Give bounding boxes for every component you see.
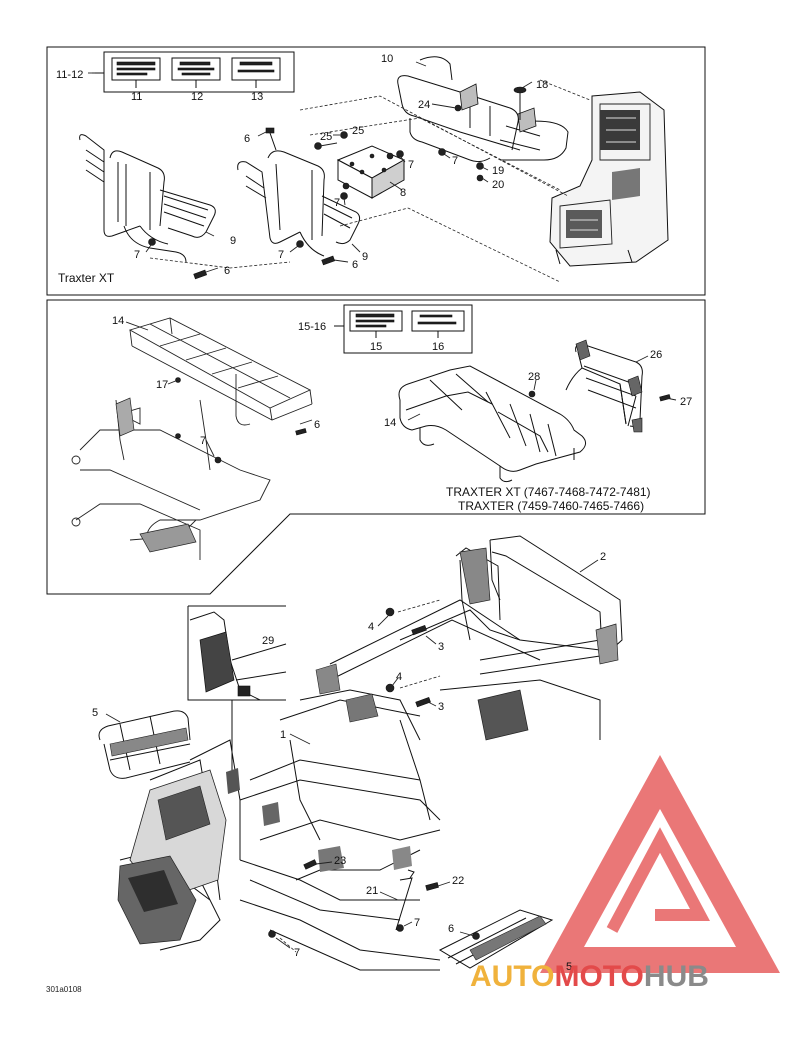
callout-14b: 14 bbox=[384, 417, 396, 429]
callout-7c: 7 bbox=[452, 155, 458, 167]
callout-5a: 5 bbox=[92, 707, 98, 719]
callout-5b: 5 bbox=[566, 961, 572, 973]
hardware-frame bbox=[268, 607, 480, 940]
callout-12: 12 bbox=[191, 91, 203, 103]
callout-6f: 6 bbox=[448, 923, 454, 935]
callout-7d: 7 bbox=[134, 249, 140, 261]
decal-group-box-2 bbox=[343, 304, 473, 354]
callout-3a: 3 bbox=[438, 641, 444, 653]
decal-group-box bbox=[103, 51, 295, 93]
mounting-plate bbox=[336, 145, 406, 199]
callout-25b: 25 bbox=[352, 125, 364, 137]
callouts-frame: 2 4 3 4 3 29 5 1 23 22 21 7 6 7 5 bbox=[92, 551, 606, 973]
callout-19: 19 bbox=[492, 165, 504, 177]
callout-29: 29 bbox=[262, 635, 274, 647]
brand-moto: MOTO bbox=[554, 960, 643, 993]
callout-7g: 7 bbox=[294, 947, 300, 959]
callout-6-mid: 6 bbox=[314, 419, 320, 431]
frame-ghost-dark bbox=[115, 397, 197, 553]
frame-shaded bbox=[109, 547, 619, 961]
svg-text:AUTOMOTOHUB: AUTOMOTOHUB bbox=[470, 960, 709, 993]
callout-18: 18 bbox=[536, 79, 548, 91]
panel-top: 11-12 11 12 13 10 18 24 6 25 25 7 8 7 19… bbox=[46, 46, 706, 296]
callout-14a: 14 bbox=[112, 315, 124, 327]
callout-6c: 6 bbox=[352, 259, 358, 271]
callout-24: 24 bbox=[418, 99, 430, 111]
callout-7a: 7 bbox=[408, 159, 414, 171]
callout-15: 15 bbox=[370, 341, 382, 353]
callout-27: 27 bbox=[680, 396, 692, 408]
hardware-top bbox=[148, 104, 484, 280]
rear-frame-section bbox=[549, 91, 669, 267]
panel-mid: 14 15-16 15 16 17 7 6 14 28 26 27 TRAXTE… bbox=[46, 299, 706, 595]
rear-rack bbox=[398, 365, 586, 483]
frame-with-rack-ghost bbox=[71, 317, 313, 560]
callout-26: 26 bbox=[650, 349, 662, 361]
callout-4a: 4 bbox=[368, 621, 374, 633]
callout-9b: 9 bbox=[362, 251, 368, 263]
callout-1: 1 bbox=[280, 729, 286, 741]
callout-13: 13 bbox=[251, 91, 263, 103]
callout-8: 8 bbox=[400, 187, 406, 199]
callout-28: 28 bbox=[528, 371, 540, 383]
callout-3b: 3 bbox=[438, 701, 444, 713]
callout-16: 16 bbox=[432, 341, 444, 353]
callout-6b: 6 bbox=[224, 265, 230, 277]
brand-hub: HUB bbox=[644, 960, 709, 993]
callout-7-mid: 7 bbox=[200, 435, 206, 447]
callout-7b: 7 bbox=[334, 197, 340, 209]
callout-7f: 7 bbox=[414, 917, 420, 929]
callout-7e: 7 bbox=[278, 249, 284, 261]
callout-4b: 4 bbox=[396, 671, 402, 683]
figure-code: 301a0108 bbox=[46, 985, 82, 994]
model-line-1: TRAXTER XT (7467-7468-7472-7481) bbox=[446, 485, 651, 499]
callout-11-12: 11-12 bbox=[56, 69, 83, 81]
main-frame-assembly: 2 4 3 4 3 29 5 1 23 22 21 7 6 7 5 bbox=[92, 535, 623, 973]
callout-25a: 25 bbox=[320, 131, 332, 143]
callout-20: 20 bbox=[492, 179, 504, 191]
callout-22: 22 bbox=[452, 875, 464, 887]
callouts-mid: 14 15-16 15 16 17 7 6 14 28 26 27 TRAXTE… bbox=[112, 315, 692, 513]
callout-15-16: 15-16 bbox=[298, 321, 326, 333]
callout-11: 11 bbox=[131, 91, 142, 103]
decal-13 bbox=[231, 57, 281, 81]
brand-auto: AUTO bbox=[470, 960, 554, 993]
watermark-logo bbox=[540, 755, 780, 973]
watermark-wordmark: AUTOMOTOHUB bbox=[470, 960, 709, 993]
callout-23: 23 bbox=[334, 855, 346, 867]
front-bumper-left bbox=[79, 134, 216, 263]
callout-10: 10 bbox=[381, 53, 393, 65]
callout-2: 2 bbox=[600, 551, 606, 563]
model-label-traxter-xt: Traxter XT bbox=[58, 271, 115, 285]
front-bumper-middle bbox=[237, 150, 361, 257]
detail-inset-29 bbox=[187, 605, 287, 780]
callout-17: 17 bbox=[156, 379, 168, 391]
callouts-top: 11-12 11 12 13 10 18 24 6 25 25 7 8 7 19… bbox=[56, 53, 548, 285]
callout-6: 6 bbox=[244, 133, 250, 145]
callout-21: 21 bbox=[366, 885, 378, 897]
callout-9a: 9 bbox=[230, 235, 236, 247]
model-line-2: TRAXTER (7459-7460-7465-7466) bbox=[458, 499, 644, 513]
